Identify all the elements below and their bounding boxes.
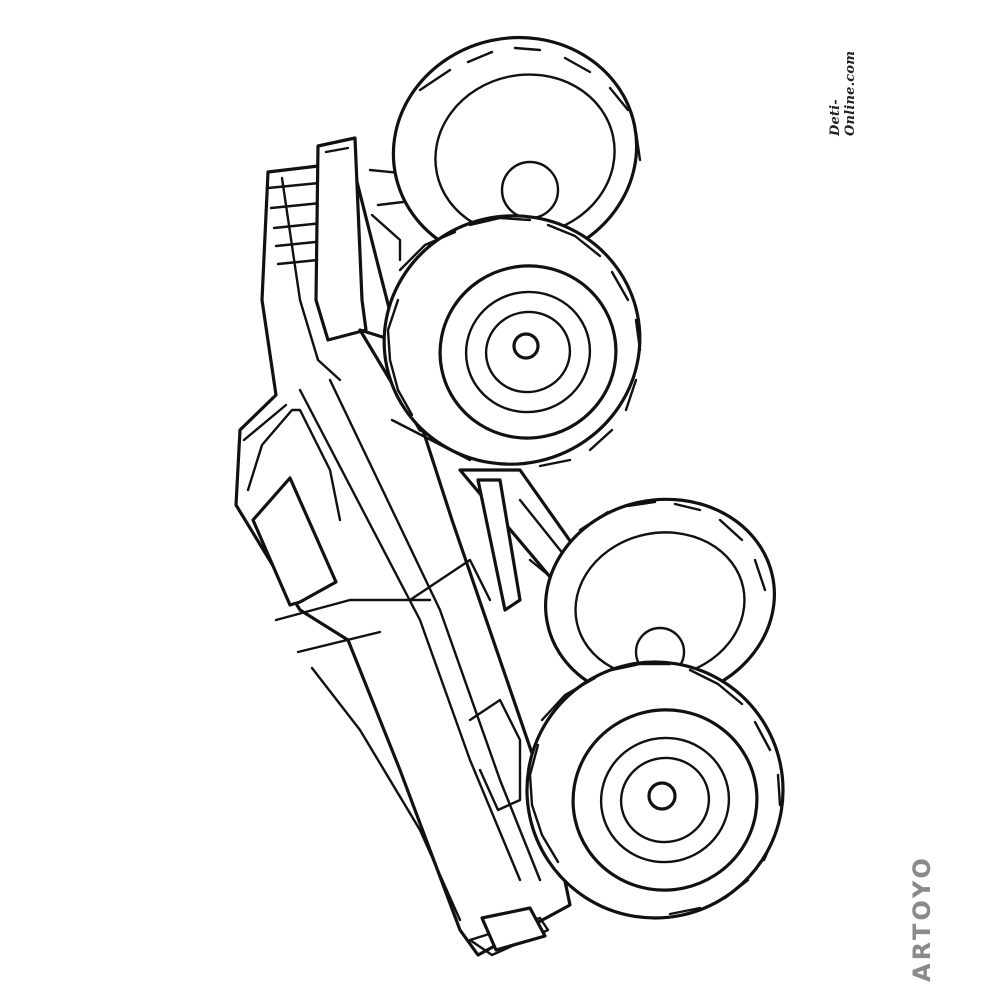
front-wheel-near bbox=[525, 660, 785, 920]
site-watermark: Deti-Online.com bbox=[828, 50, 858, 136]
artoyo-logo: ARTOYO bbox=[908, 855, 944, 982]
rear-wheel-near bbox=[382, 214, 642, 468]
brand-wordmark: ARTOYO bbox=[908, 855, 936, 982]
